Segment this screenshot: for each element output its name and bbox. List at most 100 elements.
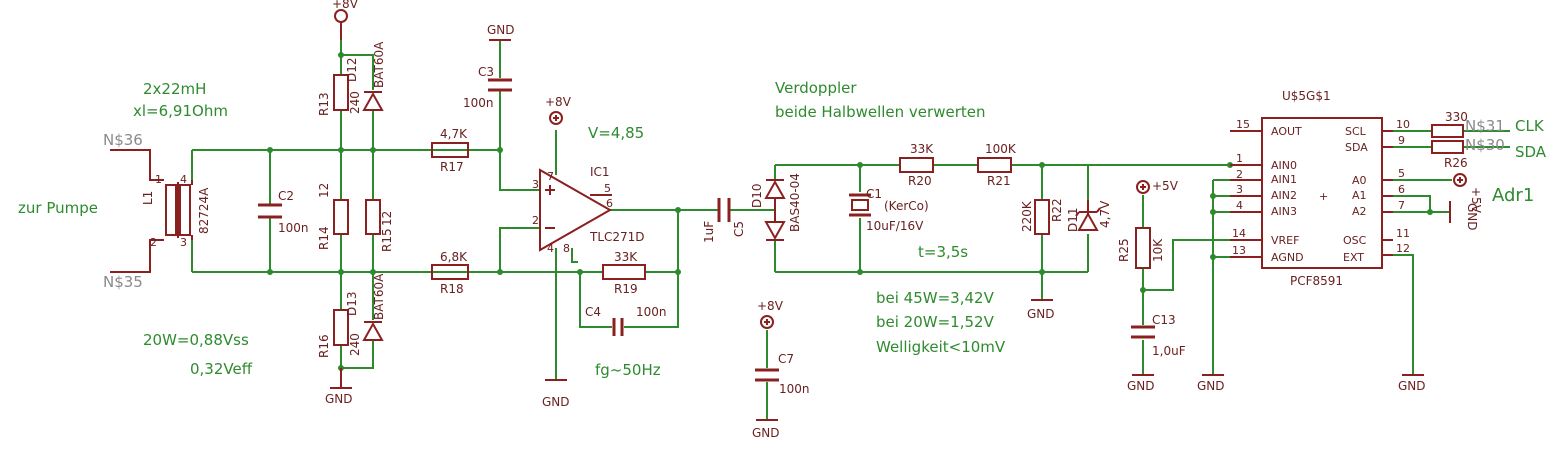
d10-diode xyxy=(764,179,786,241)
d13-name: D13 xyxy=(345,291,359,316)
note-v20: bei 20W=1,52V xyxy=(876,313,995,331)
l1-value: 82724A xyxy=(197,187,211,234)
pcf-pin-label: A2 xyxy=(1352,205,1367,218)
ic1-pin-7: 7 xyxy=(547,170,554,183)
pcf-pin-num: 3 xyxy=(1236,183,1243,196)
c1-name: C1 xyxy=(866,187,882,201)
r25-resistor xyxy=(1135,227,1151,269)
ic1-opamp xyxy=(539,168,613,252)
pcf-pin-label: SCL xyxy=(1345,125,1367,138)
c13-value: 1,0uF xyxy=(1152,344,1186,358)
pcf-pin-num: 12 xyxy=(1396,242,1410,255)
pcf-pin-num: 1 xyxy=(1236,152,1243,165)
c3-capacitor xyxy=(488,78,512,92)
ic1-pin-5: 5 xyxy=(604,182,611,195)
pcf-value: PCF8591 xyxy=(1290,274,1343,288)
r16-value: 240 xyxy=(348,333,362,356)
r20-name: R20 xyxy=(908,174,932,188)
c13-capacitor xyxy=(1131,325,1155,339)
ic1-pin-6: 6 xyxy=(606,197,613,210)
gnd-label-7: GND xyxy=(1197,379,1225,393)
d10-name: D10 xyxy=(750,183,764,208)
c2-capacitor xyxy=(258,203,282,219)
supply-8v-r13 xyxy=(334,9,348,23)
pcf-pin-num: 6 xyxy=(1398,183,1405,196)
pcf-pin-label: AOUT xyxy=(1271,125,1302,138)
note-veff: 0,32Veff xyxy=(190,360,253,378)
pcf-right-pins: 10 SCL 9 SDA 5 A0 6 A1 7 A2 11 OSC 12 EX… xyxy=(1343,118,1410,264)
pcf-center-mark: + xyxy=(1319,190,1328,203)
label-sda: SDA xyxy=(1515,143,1547,161)
c1-note: (KerCo) xyxy=(884,199,929,213)
r13-name: R13 xyxy=(317,92,331,116)
r20-resistor xyxy=(899,157,934,173)
gnd-label-5: GND xyxy=(752,426,780,440)
d10-value: BAS40-04 xyxy=(788,173,802,232)
supply-5v-r25 xyxy=(1136,180,1150,194)
ic1-pin-8: 8 xyxy=(563,242,570,255)
gnd-label-4: GND xyxy=(1027,307,1055,321)
pcf-name: U$5G$1 xyxy=(1282,89,1331,103)
c3-name: C3 xyxy=(478,65,494,79)
c4-value: 100n xyxy=(636,305,667,319)
d11-name: D11 xyxy=(1066,207,1080,232)
wires xyxy=(191,40,1510,420)
pcf8591-body xyxy=(1261,117,1383,269)
r15-resistor xyxy=(365,199,381,235)
c2-value: 100n xyxy=(278,221,309,235)
gnd-label-6: GND xyxy=(1127,379,1155,393)
note-inductance: 2x22mH xyxy=(143,80,206,98)
net-n35: N$35 xyxy=(103,273,143,291)
d11-zener xyxy=(1075,200,1101,231)
net-n36: N$36 xyxy=(103,131,143,149)
pcf-left-pins: 15 AOUT 1 AIN0 2 AIN1 3 AIN2 4 AIN3 14 V… xyxy=(1232,118,1304,264)
r26-resistor-b xyxy=(1431,140,1464,154)
r26-value: 330 xyxy=(1445,110,1468,124)
r14-name: R14 xyxy=(317,226,331,250)
c2-name: C2 xyxy=(278,189,294,203)
pcf-pin-label: AIN1 xyxy=(1271,173,1297,186)
l1-pin-2: 2 xyxy=(150,236,157,249)
pcf-pin-label: AGND xyxy=(1271,251,1304,264)
supply-8v-c7 xyxy=(760,315,774,329)
c13-name: C13 xyxy=(1152,313,1176,327)
r18-resistor xyxy=(431,264,469,280)
r26-resistor-a xyxy=(1431,124,1464,138)
ic1-value: TLC271D xyxy=(589,230,645,244)
pcf-pin-num: 5 xyxy=(1398,167,1405,180)
note-reactance: xl=6,91Ohm xyxy=(133,102,228,120)
pcf-pin-label: A0 xyxy=(1352,174,1367,187)
r16-name: R16 xyxy=(317,334,331,358)
note-pump: zur Pumpe xyxy=(18,199,98,217)
d11-value: 4,7V xyxy=(1098,200,1112,228)
pcf-pin-label: EXT xyxy=(1343,251,1364,264)
c5-capacitor xyxy=(717,198,731,222)
supply-label-8v-3: +8V xyxy=(757,299,784,313)
net-n31: N$31 xyxy=(1465,117,1505,135)
l1-name: L1 xyxy=(141,191,155,205)
r25-name: R25 xyxy=(1117,238,1131,262)
note-doubler-1: Verdoppler xyxy=(775,79,857,97)
c7-name: C7 xyxy=(778,352,794,366)
note-tau: t=3,5s xyxy=(918,243,968,261)
r15-value: 12 xyxy=(380,211,394,226)
pcf-pin-label: OSC xyxy=(1343,234,1367,247)
l1-pin-3: 3 xyxy=(180,236,187,249)
pcf-pin-num: 2 xyxy=(1236,168,1243,181)
c7-capacitor xyxy=(755,368,779,382)
gnd-label-2: GND xyxy=(487,23,515,37)
d13-value: BAT60A xyxy=(372,273,386,320)
pcf-pin-num: 9 xyxy=(1398,134,1405,147)
l1-transformer xyxy=(110,149,193,273)
c4-capacitor xyxy=(612,318,624,336)
note-vss: 20W=0,88Vss xyxy=(143,331,249,349)
c5-name: C5 xyxy=(732,221,746,237)
d12-name: D12 xyxy=(345,57,359,82)
pcf-pin-num: 4 xyxy=(1236,199,1243,212)
r14-value: 12 xyxy=(317,183,331,198)
pcf-pin-label: AIN0 xyxy=(1271,159,1297,172)
r22-value: 220K xyxy=(1020,200,1034,232)
r21-name: R21 xyxy=(987,174,1011,188)
pcf-pin-num: 13 xyxy=(1232,244,1246,257)
r18-name: R18 xyxy=(440,282,464,296)
